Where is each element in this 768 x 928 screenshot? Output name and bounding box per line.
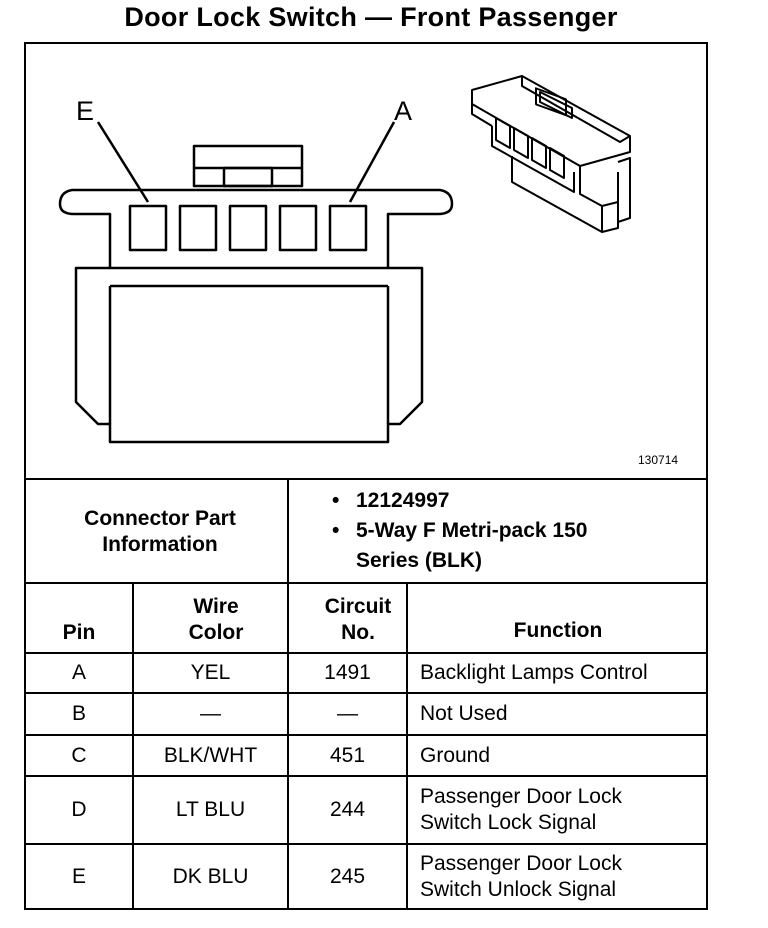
table-cell-circuit: 244 bbox=[329, 798, 366, 821]
table-cell-wire: BLK/WHT bbox=[163, 743, 258, 767]
table-cell-circuit: 245 bbox=[329, 865, 366, 888]
table-cell-circuit: — bbox=[337, 702, 358, 725]
divider bbox=[287, 478, 289, 584]
isometric-connector bbox=[471, 75, 631, 233]
divider bbox=[24, 734, 708, 736]
part-number: 12124997 bbox=[356, 489, 450, 512]
cavity-a bbox=[328, 204, 368, 252]
divider bbox=[24, 478, 708, 480]
header-pin: Pin bbox=[62, 621, 96, 644]
cavity-b bbox=[278, 204, 318, 252]
divider bbox=[132, 582, 134, 910]
table-cell-pin: D bbox=[71, 798, 87, 821]
figure-number: 130714 bbox=[638, 453, 679, 467]
divider bbox=[24, 775, 708, 777]
connector-info-list: • 12124997 • 5-Way F Metri-pack 150 Series… bbox=[326, 486, 626, 576]
header-wire-color: Wire Color bbox=[188, 595, 244, 644]
table-cell-circuit: 1491 bbox=[324, 661, 371, 684]
bullet: • bbox=[332, 489, 340, 512]
divider bbox=[24, 692, 708, 694]
connector-diagram: E A bbox=[58, 75, 631, 444]
cavity-c bbox=[228, 204, 268, 252]
header-circuit-no: Circuit No. bbox=[324, 595, 392, 644]
pin-cavities bbox=[128, 204, 368, 252]
table-cell-pin: B bbox=[71, 702, 86, 725]
bullet: • bbox=[332, 519, 340, 542]
divider bbox=[287, 582, 289, 910]
cavity-d bbox=[178, 204, 218, 252]
connector-housing bbox=[58, 188, 454, 444]
table-cell-wire: DK BLU bbox=[172, 865, 249, 888]
divider bbox=[406, 582, 408, 910]
page-title: Door Lock Switch — Front Passenger bbox=[124, 2, 618, 32]
pin-label-a: A bbox=[394, 96, 412, 126]
divider bbox=[24, 582, 708, 584]
divider bbox=[24, 652, 708, 654]
table-cell-pin: C bbox=[71, 743, 87, 767]
divider bbox=[24, 843, 708, 845]
pin-label-e: E bbox=[76, 96, 94, 126]
table-cell-pin: E bbox=[71, 865, 86, 888]
table-cell-circuit: 451 bbox=[329, 743, 366, 767]
cavity-e bbox=[128, 204, 168, 252]
connector-type: 5-Way F Metri-pack 150 Series (BLK) bbox=[356, 519, 588, 572]
latch-tab bbox=[192, 144, 304, 188]
table-cell-function: Passenger Door Lock Switch Lock Signal bbox=[420, 785, 622, 834]
header-function: Function bbox=[513, 619, 603, 642]
outer-frame bbox=[24, 42, 708, 910]
leader-line-a bbox=[348, 121, 396, 203]
leader-line-e bbox=[96, 121, 150, 203]
table-cell-wire: — bbox=[200, 702, 221, 725]
table-cell-function: Passenger Door Lock Switch Unlock Signal bbox=[420, 852, 622, 901]
table-cell-function: Backlight Lamps Control bbox=[420, 661, 648, 684]
table-cell-function: Ground bbox=[420, 743, 491, 767]
table-cell-wire: YEL bbox=[190, 661, 231, 684]
list-item: • 12124997 bbox=[326, 486, 626, 516]
table-cell-wire: LT BLU bbox=[175, 798, 246, 821]
connector-info-label: Connector Part Information bbox=[84, 507, 236, 556]
list-item: • 5-Way F Metri-pack 150 Series (BLK) bbox=[326, 516, 626, 576]
table-cell-function: Not Used bbox=[420, 702, 508, 725]
table-cell-pin: A bbox=[71, 661, 86, 684]
